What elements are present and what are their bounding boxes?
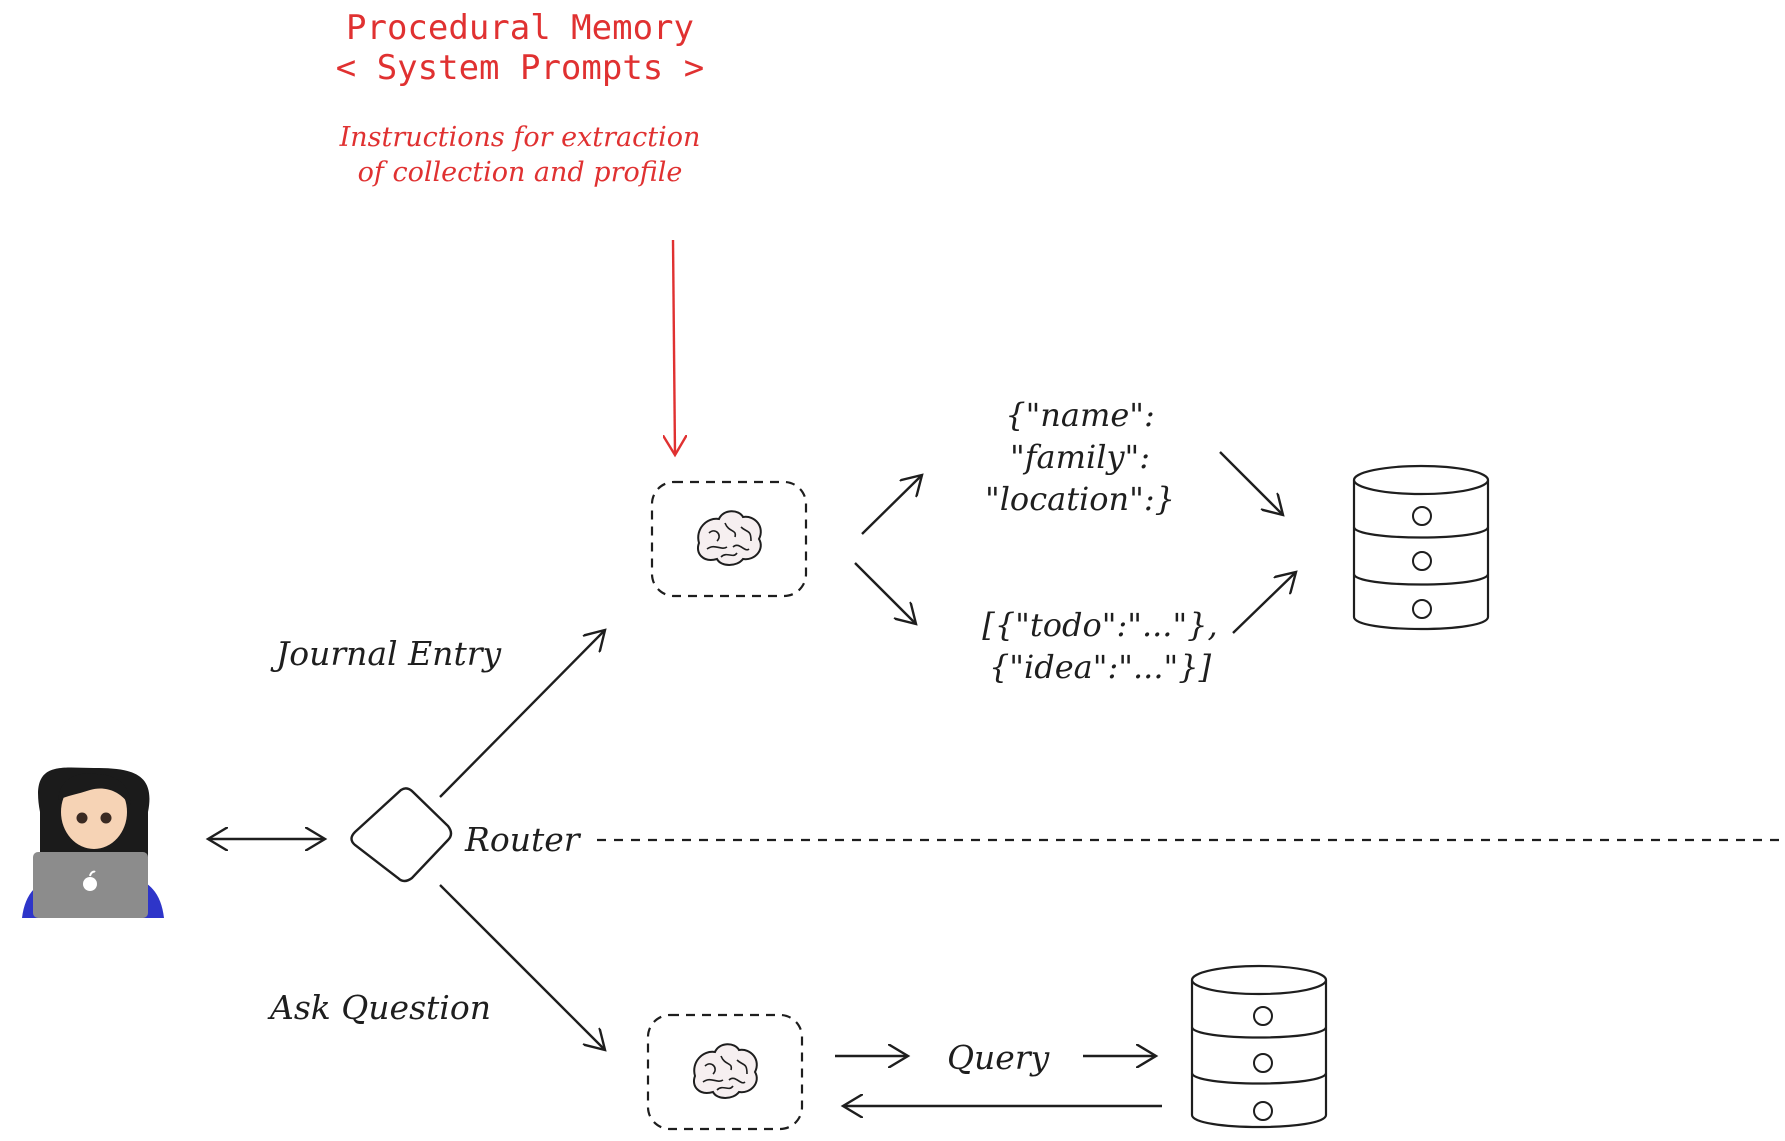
router-to-extraction-arrow — [439, 630, 605, 798]
memory-store-database-icon — [1352, 464, 1490, 631]
profile-to-store-arrow — [1219, 451, 1283, 515]
profile-schema-line2: "family": — [1009, 438, 1151, 476]
collection-schema-line2: {"idea":"..."}] — [988, 648, 1212, 686]
woman-with-laptop-icon[interactable] — [22, 767, 164, 918]
collection-schema-line1: [{"todo":"..."}, — [982, 606, 1218, 644]
router-to-question-arrow — [439, 884, 605, 1050]
profile-schema-line3: "location":} — [984, 480, 1176, 518]
profile-schema-line1: {"name": — [1005, 396, 1155, 434]
brain-icon — [697, 510, 762, 566]
extraction-llm-box[interactable] — [650, 480, 808, 598]
ask-question-label: Ask Question — [270, 988, 491, 1027]
question-llm-box[interactable] — [646, 1013, 804, 1131]
procedural-memory-title: Procedural Memory — [346, 8, 694, 48]
router-label: Router — [465, 820, 580, 859]
knowledge-store-database-icon — [1190, 964, 1328, 1129]
brain-icon — [693, 1043, 758, 1099]
query-label: Query — [947, 1038, 1050, 1077]
procedural-memory-note-line1: Instructions for extraction — [339, 122, 701, 153]
router-diamond-icon[interactable] — [350, 787, 453, 883]
collection-to-store-arrow — [1232, 572, 1296, 634]
procedural-memory-subtitle: < System Prompts > — [335, 48, 705, 88]
llm-to-profile-arrow — [861, 475, 922, 535]
llm-to-collection-arrow — [854, 562, 916, 624]
procedural-memory-note-line2: of collection and profile — [357, 157, 683, 188]
procedural-memory-arrow — [673, 239, 675, 455]
journal-entry-label: Journal Entry — [276, 634, 502, 673]
